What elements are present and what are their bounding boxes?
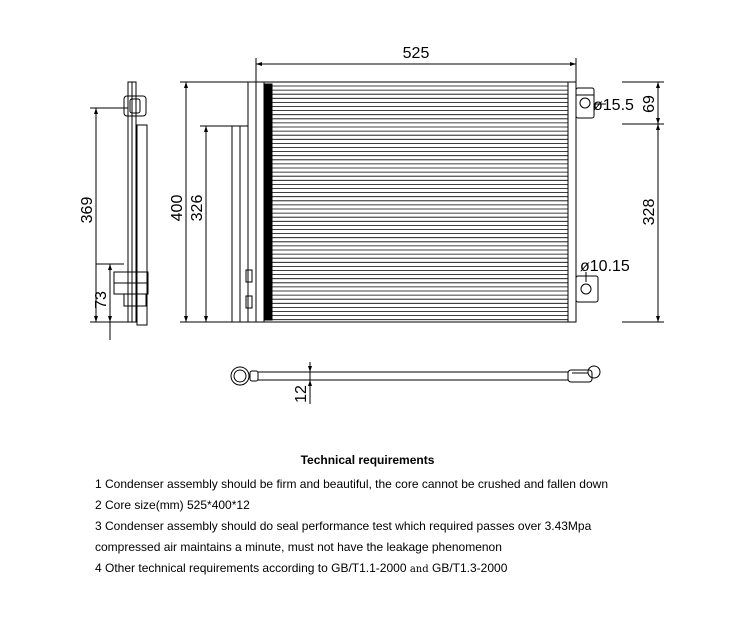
requirement-3-continued: compressed air maintains a minute, must … [95,540,502,554]
outlet-diameter-label: ø10.15 [580,258,630,275]
requirement-2: 2 Core size(mm) 525*400*12 [95,498,250,512]
dim-525 [255,58,577,82]
inlet-diameter-label: ø15.5 [593,97,634,114]
requirements-title: Technical requirements [300,453,435,467]
dim-326-label: 326 [189,195,206,222]
dim-12-label: 12 [293,385,310,403]
dim-525-label: 525 [403,45,430,62]
requirement-4-text: 4 Other technical requirements according… [95,561,407,575]
bottom-view [230,365,601,386]
requirement-3: 3 Condenser assembly should do seal perf… [95,519,592,533]
condenser-drawing: 525 400 326 369 73 69 328 ø15.5 ø10.15 1… [79,45,664,404]
dim-328-label: 328 [641,199,658,226]
dim-369-label: 369 [79,197,96,224]
requirement-4: 4 Other technical requirements according… [95,558,735,580]
middle-side-view [231,81,257,323]
dim-69-label: 69 [641,95,658,113]
requirement-1: 1 Condenser assembly should be firm and … [95,477,608,491]
left-side-view [113,81,149,326]
dim-326 [200,125,232,322]
dim-73-label: 73 [93,291,110,309]
front-view [255,81,599,323]
requirement-4-standard: GB/T1.3-2000 [432,561,508,575]
dim-400-label: 400 [169,195,186,222]
technical-requirements: Technical requirements 1 Condenser assem… [95,450,735,580]
dim-400 [180,81,256,323]
dim-369 [90,107,128,323]
arrowheads [94,62,660,386]
requirement-4-and: and [409,564,429,575]
